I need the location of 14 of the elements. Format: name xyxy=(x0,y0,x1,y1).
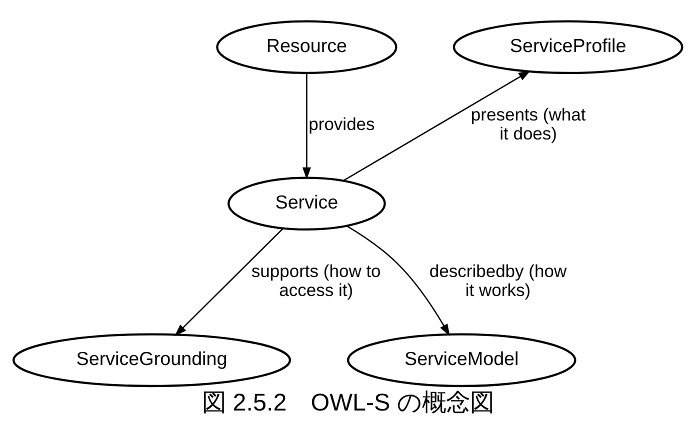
edge-label: describedby (how it works) xyxy=(429,260,567,300)
node-ellipse: ServiceProfile xyxy=(452,20,684,74)
edge-label: provides xyxy=(308,113,375,134)
edge-label: presents (what it does) xyxy=(470,104,586,143)
node-ellipse: Resource xyxy=(216,20,398,74)
edge-label: supports (how to access it) xyxy=(251,260,381,300)
node-ellipse: ServiceGrounding xyxy=(12,332,292,387)
node-ellipse: Service xyxy=(228,176,386,230)
arrow xyxy=(342,70,531,181)
node-ellipse: ServiceModel xyxy=(346,332,576,387)
arrow xyxy=(346,224,450,336)
arrow xyxy=(174,227,284,336)
caption: 図 2.5.2 OWL-S の概念図 xyxy=(202,389,494,416)
arrow xyxy=(302,72,311,180)
